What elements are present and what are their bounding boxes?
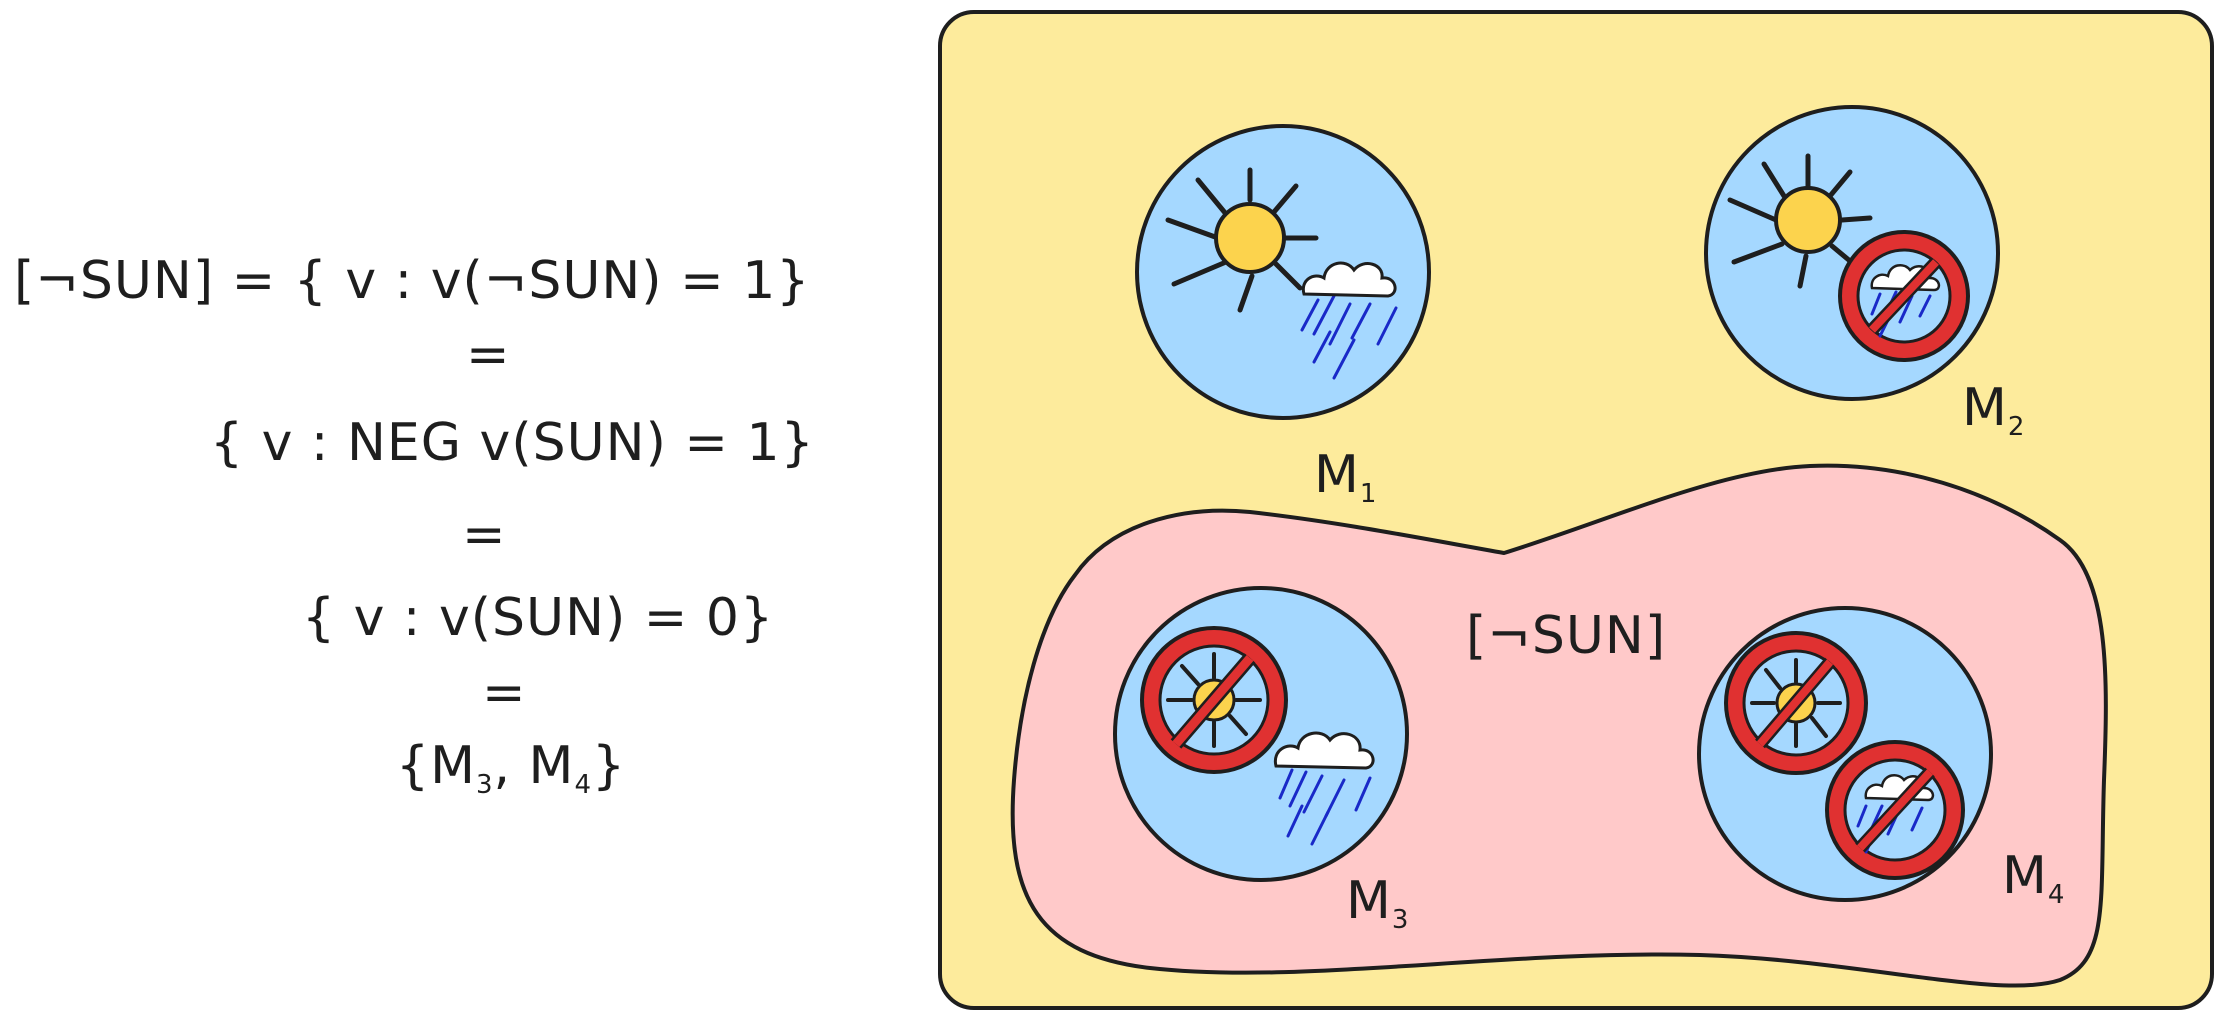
world-m4: M4	[1697, 606, 2065, 910]
world-m2-label: M2	[1962, 378, 2025, 442]
neg-sun-region-label: [¬SUN]	[1466, 606, 1666, 666]
derivation-line-3: { v : v(SUN) = 0}	[302, 588, 774, 648]
result-mid: , M	[494, 736, 575, 796]
derivation-result: {M3, M4}	[396, 736, 626, 800]
result-open: {M	[396, 736, 476, 796]
derivation: [¬SUN] = { v : v(¬SUN) = 1} = { v : NEG …	[14, 251, 815, 800]
sun-icon	[1165, 167, 1319, 313]
no-rain-icon	[1825, 740, 1965, 880]
world-m3-label: M3	[1346, 871, 1409, 935]
no-rain-icon	[1838, 230, 1970, 362]
result-sub-4: 4	[574, 770, 592, 800]
result-sub-3: 3	[476, 770, 494, 800]
equals-sign-3: =	[482, 663, 527, 723]
derivation-line-2: { v : NEG v(SUN) = 1}	[210, 413, 815, 473]
result-close: }	[592, 736, 626, 796]
world-m2: M2	[1704, 105, 2025, 442]
no-sun-icon	[1724, 631, 1868, 775]
world-m4-label: M4	[2002, 846, 2065, 910]
rain-cloud-icon	[1273, 731, 1375, 846]
no-sun-icon	[1140, 626, 1288, 774]
world-m1: M1	[1135, 124, 1431, 509]
equals-sign-2: =	[462, 505, 507, 565]
equals-sign-1: =	[466, 325, 511, 385]
world-m2-circle	[1704, 105, 2000, 401]
world-m1-label: M1	[1314, 445, 1377, 509]
derivation-line-1: [¬SUN] = { v : v(¬SUN) = 1}	[14, 251, 810, 311]
rain-cloud-icon	[1300, 261, 1398, 380]
world-m3: M3	[1113, 586, 1409, 935]
